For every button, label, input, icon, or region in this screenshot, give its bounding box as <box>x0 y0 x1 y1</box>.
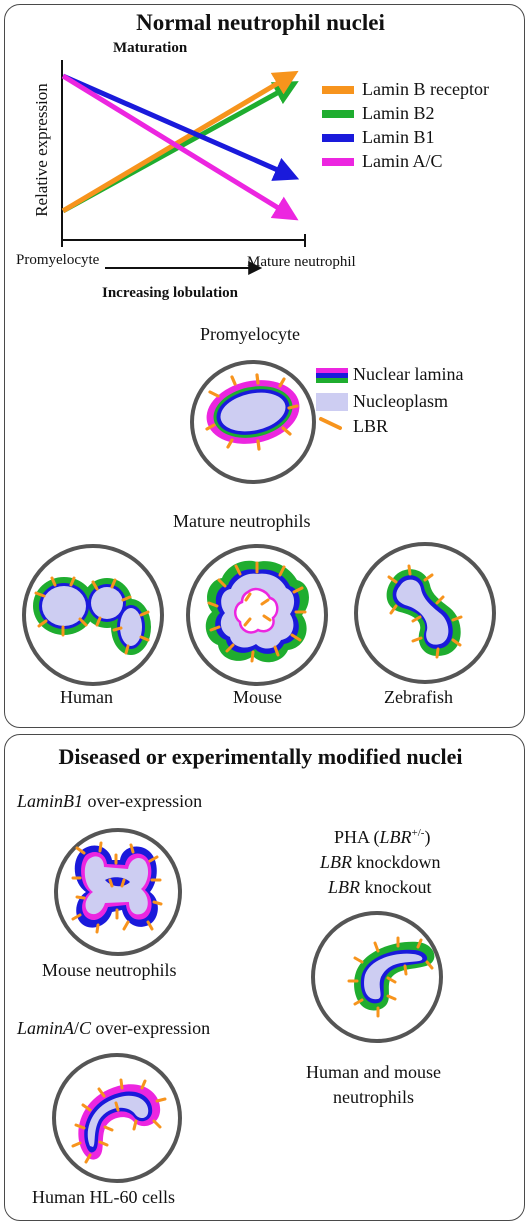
laminac-heading: LaminA/C over-expression <box>17 1018 211 1038</box>
species-human: Human <box>60 687 113 707</box>
x-end-label: Mature neutrophil <box>247 254 356 270</box>
normal-panel-title: Normal neutrophil nuclei <box>136 10 385 35</box>
legend-lbr: LBR <box>353 416 389 436</box>
human-neutrophil <box>22 544 164 686</box>
laminb1-heading: LaminB1 over-expression <box>17 791 203 811</box>
pha-heading: PHA (LBR+/-) <box>334 827 431 847</box>
legend-label: Lamin A/C <box>362 151 443 171</box>
chart-title: Maturation <box>113 40 188 56</box>
lbr-knockdown-heading: LBR knockdown <box>320 852 441 872</box>
zebrafish-neutrophil <box>354 542 496 684</box>
series-layer <box>61 70 300 221</box>
legend-nuclear-lamina: Nuclear lamina <box>353 364 464 384</box>
series-line-lamin-b1 <box>61 73 300 181</box>
legend-label: Lamin B1 <box>362 127 435 147</box>
lbr-marks <box>205 373 299 451</box>
lbr-cell-label-line2: neutrophils <box>333 1087 414 1107</box>
species-mouse: Mouse <box>233 687 282 707</box>
lbr-cell-label-line1: Human and mouse <box>306 1062 441 1082</box>
laminac-cell-label: Human HL-60 cells <box>32 1187 175 1207</box>
series-line-lamin-a-c <box>61 73 299 221</box>
mouse-neutrophil <box>186 544 328 686</box>
laminb1-cell-label: Mouse neutrophils <box>42 960 177 980</box>
nucleoplasm <box>220 392 286 432</box>
modified-panel-title: Diseased or experimentally modified nucl… <box>58 744 463 769</box>
lbr-knockout-heading: LBR knockout <box>328 877 432 897</box>
promyelocyte-label: Promyelocyte <box>200 324 300 344</box>
legend-label: Lamin B receptor <box>362 79 489 99</box>
species-zebrafish: Zebrafish <box>384 687 453 707</box>
lobulation-caption: Increasing lobulation <box>102 285 239 301</box>
mature-neutrophils-label: Mature neutrophils <box>173 511 311 531</box>
legend-nucleoplasm: Nucleoplasm <box>353 391 448 411</box>
x-start-label: Promyelocyte <box>16 252 100 268</box>
legend-label: Lamin B2 <box>362 103 435 123</box>
